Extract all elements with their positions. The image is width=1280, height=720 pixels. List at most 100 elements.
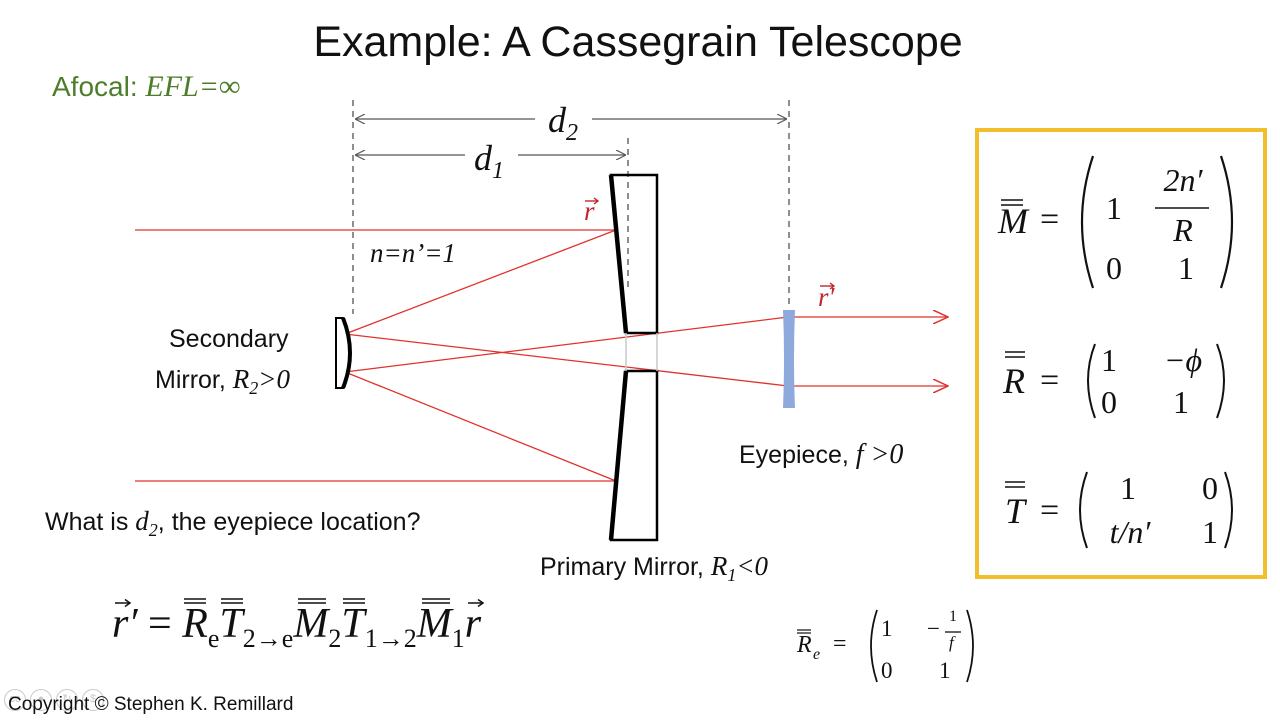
eyepiece-matrix-symbol: R [797, 632, 812, 658]
eyepiece-matrix-subscript: e [813, 646, 821, 663]
d2-subscript: 2 [566, 120, 578, 146]
eyepiece-text: Eyepiece, [739, 441, 856, 469]
eyepiece-condition: >0 [863, 439, 904, 470]
translation-matrix-a: 1 [1120, 470, 1136, 506]
primary-mirror-label: Primary Mirror, R1<0 [540, 551, 768, 586]
refraction-matrix-b: −ϕ [1163, 342, 1203, 378]
r-vector-arrow [585, 197, 600, 205]
eq-term-r: r [464, 598, 485, 648]
copyright-text: Copyright © Stephen K. Remillard [8, 694, 294, 715]
eyepiece-f-symbol: f [855, 439, 864, 470]
refraction-matrix-symbol: R [1003, 361, 1025, 401]
secondary-reflective-surface [341, 317, 352, 389]
afocal-formula: EFL=∞ [145, 70, 241, 103]
r-prime-vector-label: r′ [818, 282, 835, 312]
page-title: Example: A Cassegrain Telescope [313, 18, 963, 66]
secondary-r-subscript: 2 [249, 378, 259, 398]
eq-term-r-text: r [464, 601, 482, 647]
eq-term-m1-text: M [416, 601, 452, 647]
matrix-reference-box [975, 128, 1267, 579]
mirror-matrix-glyphs [1001, 155, 1234, 289]
eq-term-t12-text: T [341, 601, 365, 647]
question-d-symbol: d [135, 506, 149, 536]
d2-letter: d [548, 100, 566, 140]
eq-lhs-vector-arrow [115, 598, 132, 608]
secondary-r-symbol: R [232, 364, 250, 394]
d1-label: d1 [474, 137, 504, 185]
translation-matrix: T = 1 0 t/n′ 1 [995, 466, 1255, 556]
eyepiece-matrix-d: 1 [939, 658, 951, 683]
eq-term-m1: M [416, 598, 452, 648]
secondary-condition: >0 [258, 364, 291, 394]
eyepiece-lens [783, 310, 795, 408]
eq-term-t12-bars [343, 598, 366, 604]
question-d-subscript: 2 [148, 520, 158, 540]
eq-term-re-bars [184, 598, 207, 604]
refraction-matrix-d: 1 [1173, 384, 1189, 420]
eyepiece-label: Eyepiece, f >0 [739, 439, 903, 471]
question-text: What is d2, the eyepiece location? [45, 506, 420, 541]
refraction-matrix-a: 1 [1101, 342, 1117, 378]
eq-term-t2e-text: T [219, 601, 243, 647]
r-vector-label: r [584, 196, 595, 226]
r-prime-vector-arrow [820, 282, 836, 290]
eyepiece-matrix-b-denominator: f [949, 633, 954, 652]
eq-term-m1-bars [421, 598, 450, 604]
mirror-matrix-equals: = [1040, 201, 1060, 238]
cc-icon: cc [4, 689, 26, 711]
cc-sa-icon: ↻ [56, 689, 78, 711]
eyepiece-matrix-equals: = [833, 631, 847, 657]
eyepiece-matrix-b-numerator: 1 [949, 608, 957, 625]
eq-term-m2: M [293, 598, 329, 648]
afocal-text: Afocal: [52, 71, 146, 102]
eq-term-t2e-sub: 2→e [242, 624, 294, 653]
mirror-matrix-b-denominator: R [1173, 212, 1193, 248]
mirror-matrix-a: 1 [1106, 190, 1122, 226]
eyepiece-matrix: R e = 1 − 1 f 0 1 [795, 606, 985, 686]
eyepiece-matrix-c: 0 [881, 658, 893, 683]
eq-lhs-text: r′ [112, 601, 138, 647]
eyepiece-matrix-glyphs [797, 609, 974, 683]
cc-by-icon: ● [30, 689, 52, 711]
eq-term-m2-text: M [293, 601, 329, 647]
refraction-matrix: R = 1 −ϕ 0 1 [995, 340, 1255, 425]
eq-lhs: r′ [112, 598, 138, 648]
secondary-label-line2: Mirror, R2>0 [155, 364, 290, 399]
eq-term-t2e-bars [221, 598, 244, 604]
reflected-ray-bottom [344, 371, 617, 482]
primary-condition: <0 [736, 551, 769, 581]
eq-term-m2-sub: 2 [328, 624, 342, 653]
translation-matrix-equals: = [1040, 492, 1060, 529]
d2-label: d2 [548, 99, 578, 147]
refraction-matrix-equals: = [1040, 362, 1060, 399]
eyepiece-matrix-b-sign: − [927, 616, 940, 641]
eyepiece-matrix-a: 1 [881, 616, 893, 641]
eq-term-re: R [182, 598, 208, 648]
primary-r-subscript: 1 [727, 565, 737, 585]
refraction-matrix-glyphs [1005, 343, 1225, 419]
mirror-matrix-b-numerator: 2n′ [1163, 162, 1203, 198]
d1-subscript: 1 [492, 158, 504, 184]
reflected-ray-top [344, 229, 617, 335]
cc-nc-icon: $ [82, 689, 104, 711]
primary-reflective-upper [608, 174, 629, 334]
mirror-matrix-symbol: M [998, 201, 1028, 241]
crossing-ray-b [344, 316, 789, 373]
translation-matrix-d: 1 [1202, 514, 1218, 550]
eq-term-m1-sub: 1 [451, 624, 465, 653]
mirror-matrix-c: 0 [1106, 250, 1122, 286]
question-pre: What is [45, 508, 136, 536]
eq-term-t12-sub: 1→2 [364, 624, 417, 653]
mirror-matrix: M = 1 2n′ R 0 1 [995, 150, 1255, 300]
refraction-matrix-c: 0 [1101, 384, 1117, 420]
eq-equals: = [137, 601, 183, 647]
afocal-label: Afocal: EFL=∞ [52, 70, 240, 104]
secondary-mirror-text: Mirror, [155, 366, 233, 394]
translation-matrix-b: 0 [1202, 470, 1218, 506]
eq-term-re-text: R [182, 601, 208, 647]
eq-term-t12: T [341, 598, 366, 648]
question-post: , the eyepiece location? [157, 508, 421, 536]
translation-matrix-c: t/n′ [1109, 514, 1151, 550]
